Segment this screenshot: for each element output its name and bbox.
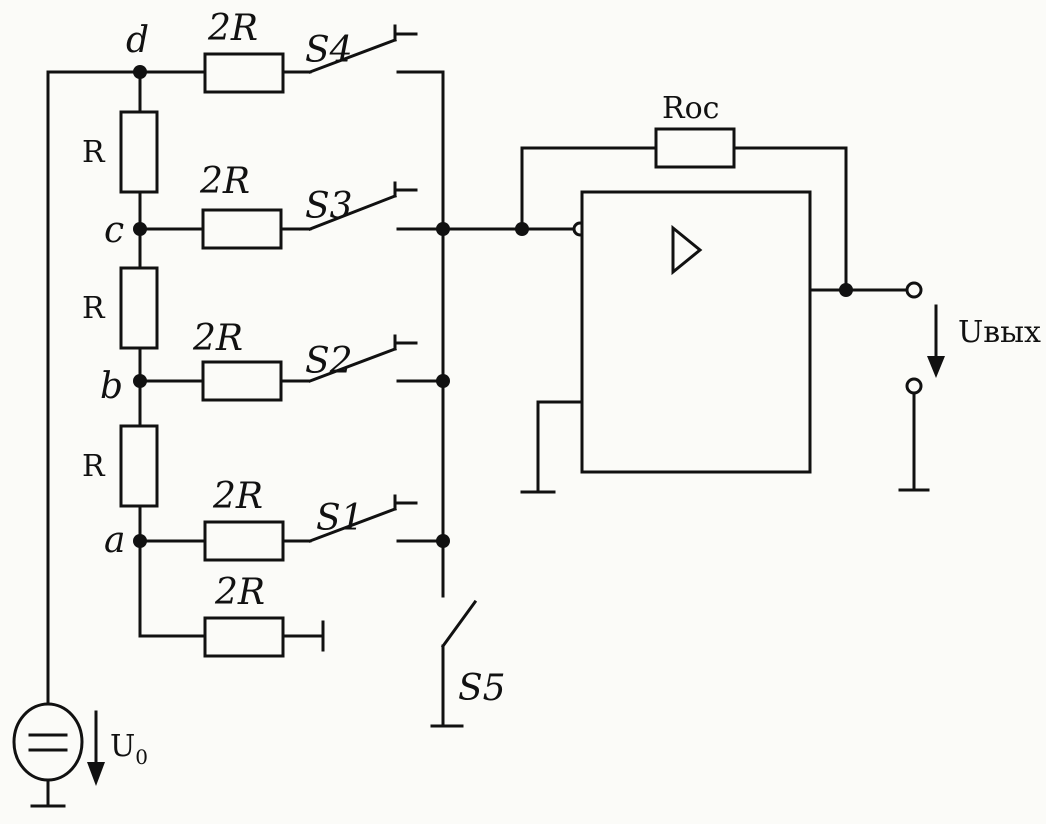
feedback-wire <box>520 146 848 292</box>
voltage-source-icon <box>12 702 84 782</box>
resistor-roc-label: Roc <box>662 91 719 126</box>
output-ground-wire <box>898 391 930 492</box>
source-voltage-arrowhead-icon <box>87 762 105 786</box>
output-ground-terminal-icon <box>905 377 923 395</box>
resistor-roc <box>654 127 736 169</box>
source-rail-wire <box>46 70 142 710</box>
bus-junction-b-dot <box>436 374 450 388</box>
source-ground-wire <box>30 778 66 808</box>
node-c-label: c <box>104 210 124 251</box>
output-voltage-label: Uвых <box>958 315 1041 350</box>
node-c-dot <box>133 222 147 236</box>
output-terminal-icon <box>905 281 923 299</box>
resistor-2r-d <box>203 52 285 94</box>
source-voltage-subscript: 0 <box>135 745 148 769</box>
resistor-2r-c-label: 2R <box>199 161 250 202</box>
resistor-r-ba <box>119 424 159 508</box>
opamp-body <box>580 190 812 474</box>
triangle-amplifier-icon <box>671 224 703 276</box>
node-b-dot <box>133 374 147 388</box>
switch-s5-label: S5 <box>458 668 506 709</box>
output-junction-dot <box>839 283 853 297</box>
node-a-label: a <box>104 520 125 561</box>
feedback-junction-dot <box>515 222 529 236</box>
resistor-2r-b-label: 2R <box>192 318 243 359</box>
switch-s3-label: S3 <box>305 186 353 227</box>
branch-a-wire <box>138 494 445 543</box>
branch-b-wire <box>138 334 445 383</box>
resistor-2r-d-label: 2R <box>207 8 258 49</box>
resistor-2r-termination-label: 2R <box>214 572 265 613</box>
resistor-2r-b <box>201 360 283 402</box>
branch-d-wire <box>138 24 445 74</box>
resistor-r-dc <box>119 110 159 194</box>
resistor-2r-c <box>201 208 283 250</box>
voltage-source-symbol-lines <box>28 733 68 752</box>
bus-junction-a-dot <box>436 534 450 548</box>
switch-s2-label: S2 <box>305 341 353 382</box>
resistor-r-ba-label: R <box>82 449 106 484</box>
switch-s1-label: S1 <box>316 498 364 539</box>
resistor-2r-a-label: 2R <box>212 476 263 517</box>
bus-junction-c-dot <box>436 222 450 236</box>
output-voltage-arrowhead-icon <box>927 356 945 378</box>
branch-c-wire <box>138 181 445 231</box>
resistor-r-cb-label: R <box>82 291 106 326</box>
node-a-dot <box>133 534 147 548</box>
summing-bus-wire <box>430 70 478 728</box>
source-voltage-label: U0 <box>110 729 148 769</box>
switch-s4-label: S4 <box>305 30 353 71</box>
termination-wire <box>281 620 325 652</box>
node-d-label: d <box>126 20 149 61</box>
node-b-label: b <box>100 366 123 407</box>
resistor-2r-termination <box>203 616 285 658</box>
resistor-2r-a <box>203 520 285 562</box>
resistor-r-cb <box>119 266 159 350</box>
node-d-dot <box>133 65 147 79</box>
resistor-r-dc-label: R <box>82 135 106 170</box>
opamp-ground-wire <box>520 400 584 494</box>
